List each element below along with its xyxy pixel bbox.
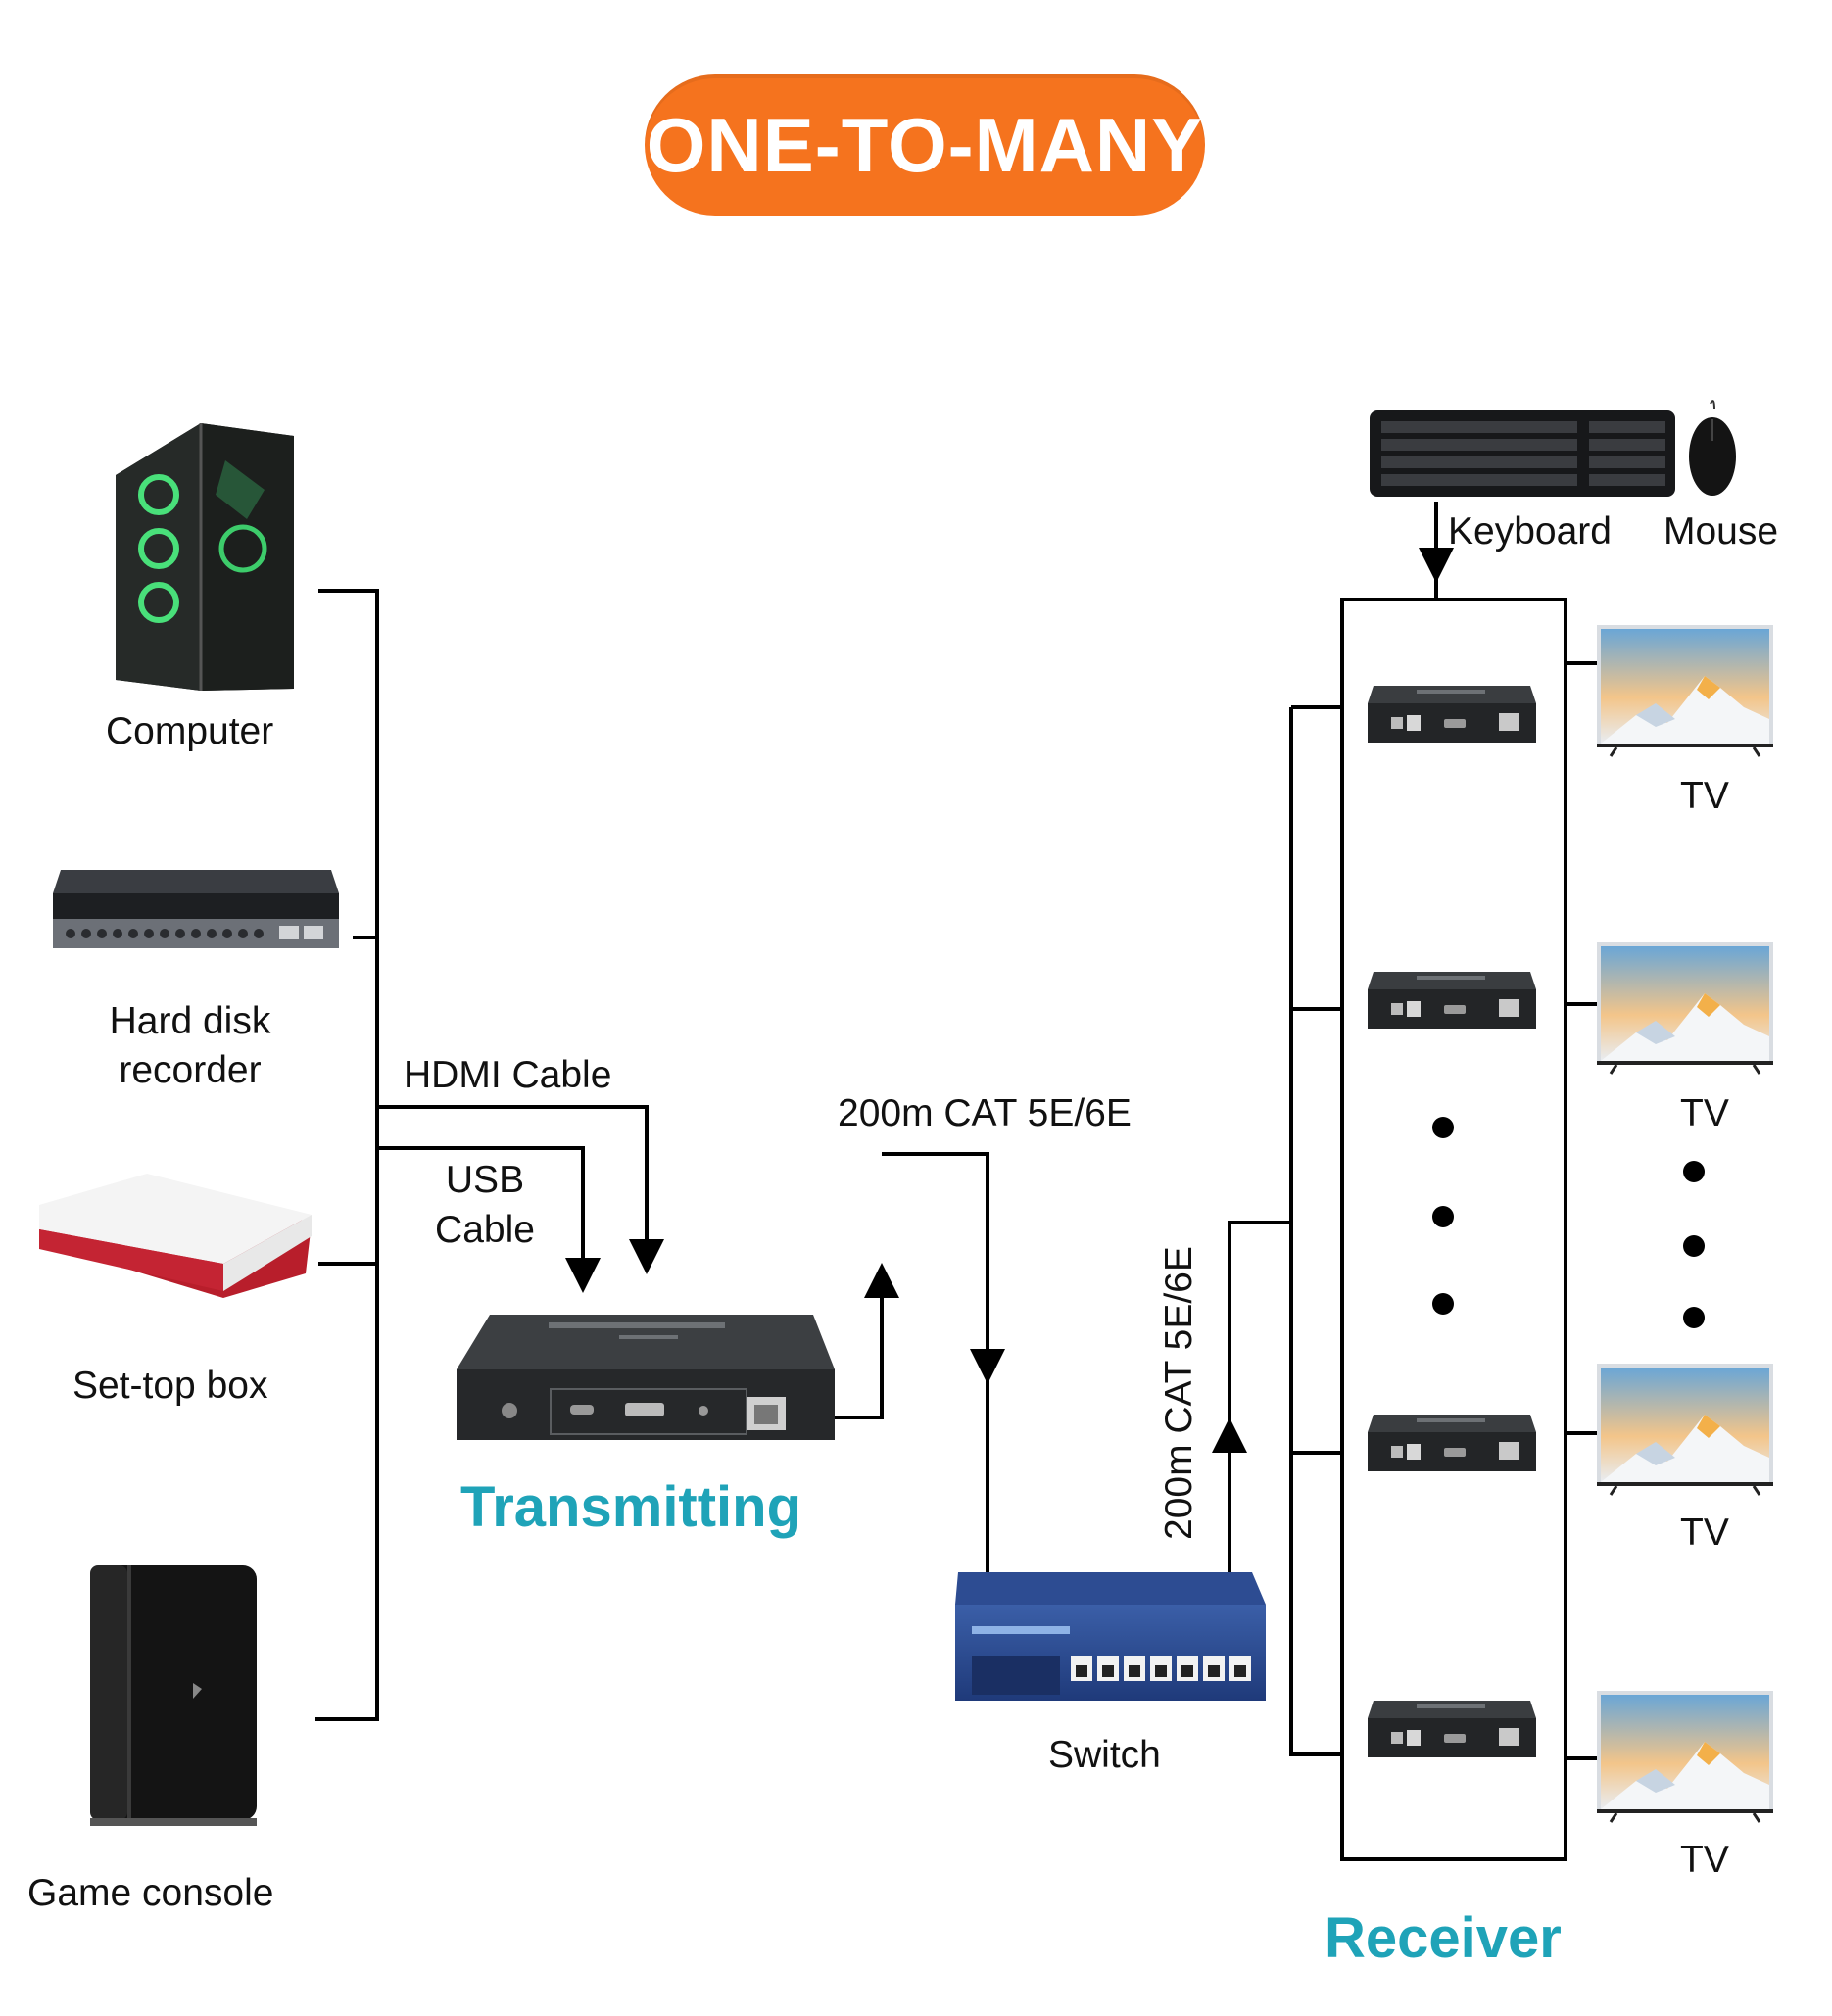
- game-console-icon: [90, 1565, 257, 1826]
- receiver-icon: [1368, 972, 1536, 1029]
- ellipsis-dot: [1432, 1117, 1454, 1138]
- ellipsis-dot: [1683, 1307, 1705, 1328]
- label-switch: Switch: [1048, 1734, 1161, 1776]
- cat-top-line: [882, 1152, 1005, 1384]
- label-tv-3: TV: [1680, 1512, 1729, 1554]
- label-tv-1: TV: [1680, 775, 1729, 817]
- label-tv-4: TV: [1680, 1839, 1729, 1881]
- hdmi-cable-line: [377, 1105, 664, 1274]
- tv-icon: [1595, 623, 1775, 758]
- label-computer: Computer: [106, 710, 274, 752]
- label-keyboard: Keyboard: [1448, 510, 1612, 552]
- pc-tower-icon: [116, 423, 294, 691]
- tx-uplink-line: [835, 1263, 899, 1419]
- mouse-icon: [1689, 400, 1736, 496]
- ellipsis-dot: [1432, 1206, 1454, 1227]
- label-tv-2: TV: [1680, 1092, 1729, 1134]
- label-receiver: Receiver: [1325, 1906, 1562, 1970]
- usb-cable-line: [377, 1146, 601, 1293]
- network-connectors: [835, 502, 1597, 1861]
- label-hdmi-cable: HDMI Cable: [404, 1054, 612, 1096]
- label-usb-line2: Cable: [435, 1209, 535, 1251]
- receiver-frame: [1340, 598, 1567, 1861]
- ellipsis-dot: [1432, 1293, 1454, 1315]
- source-connectors: [315, 589, 664, 1721]
- title-badge: ONE-TO-MANY: [645, 74, 1205, 216]
- label-mouse: Mouse: [1663, 510, 1779, 552]
- settop-box-icon: [39, 1174, 312, 1298]
- ellipsis-dot: [1683, 1161, 1705, 1182]
- dvr-icon: [53, 870, 339, 948]
- keyboard-icon: [1370, 410, 1675, 497]
- tv-icon: [1595, 940, 1775, 1076]
- label-settop: Set-top box: [72, 1365, 268, 1407]
- receiver-icon: [1368, 1415, 1536, 1471]
- label-usb-line1: USB: [445, 1159, 525, 1201]
- switch-icon: [955, 1572, 1266, 1701]
- label-cat-top: 200m CAT 5E/6E: [838, 1092, 1132, 1134]
- label-hdr-line2: recorder: [119, 1049, 262, 1091]
- receiver-icon: [1368, 1701, 1536, 1757]
- cat-side-line: [1228, 1221, 1291, 1440]
- label-hdr-line1: Hard disk: [109, 1000, 271, 1042]
- receiver-icon: [1368, 686, 1536, 743]
- label-console: Game console: [27, 1872, 274, 1914]
- label-cat-side: 200m CAT 5E/6E: [1158, 1246, 1200, 1540]
- label-transmitting: Transmitting: [460, 1475, 802, 1539]
- tv-icon: [1595, 1362, 1775, 1497]
- tv-icon: [1595, 1689, 1775, 1824]
- transmitter-icon: [457, 1315, 835, 1440]
- ellipsis-dot: [1683, 1235, 1705, 1257]
